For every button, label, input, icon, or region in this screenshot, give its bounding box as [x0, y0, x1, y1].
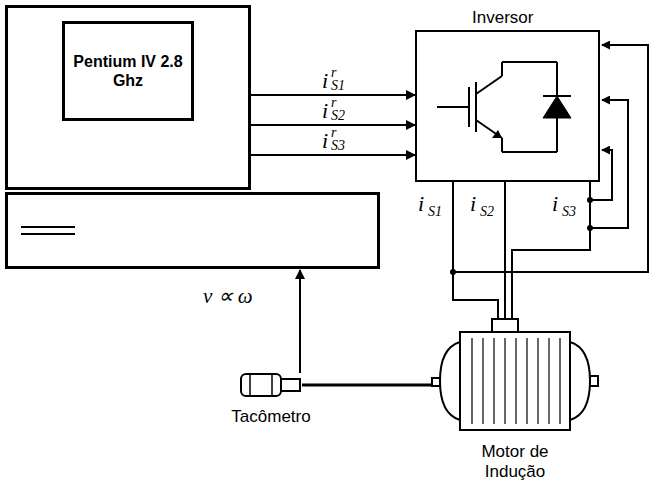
tachometer-label: Tacômetro — [211, 407, 331, 427]
signal-wire — [453, 182, 498, 318]
tachometer-drawing — [240, 373, 302, 397]
signal-label: i — [322, 70, 328, 92]
subscript: S3 — [331, 139, 345, 153]
motor-drawing — [430, 318, 600, 438]
processor-screen: Pentium IV 2.8 Ghz — [62, 21, 194, 121]
superscript: r — [331, 96, 336, 110]
signal-label: i — [470, 193, 476, 215]
signal-label: i — [322, 130, 328, 152]
subscript: S2 — [480, 205, 494, 219]
subscript: S1 — [428, 205, 442, 219]
superscript: r — [331, 126, 336, 140]
igbt-symbol — [417, 32, 602, 184]
tachometer: Tacômetro — [240, 373, 302, 397]
signal-wire — [250, 154, 415, 156]
subscript: S2 — [331, 109, 345, 123]
inverter-box: Inversor — [415, 30, 600, 182]
subscript: S3 — [562, 205, 576, 219]
signal-label: i — [322, 100, 328, 122]
signal-wire — [512, 182, 590, 318]
signal-label: v ∝ ω — [203, 286, 253, 307]
signal-label: i — [552, 193, 558, 215]
signal-wire — [504, 182, 506, 318]
signal-wire — [299, 270, 301, 373]
motor-label: Motor de Indução — [465, 442, 565, 483]
induction-motor: Motor de Indução — [430, 318, 600, 438]
signal-label: i — [418, 193, 424, 215]
shaft — [302, 384, 432, 387]
subscript: S1 — [331, 79, 345, 93]
inverter-label: Inversor — [472, 8, 533, 28]
superscript: r — [331, 66, 336, 80]
